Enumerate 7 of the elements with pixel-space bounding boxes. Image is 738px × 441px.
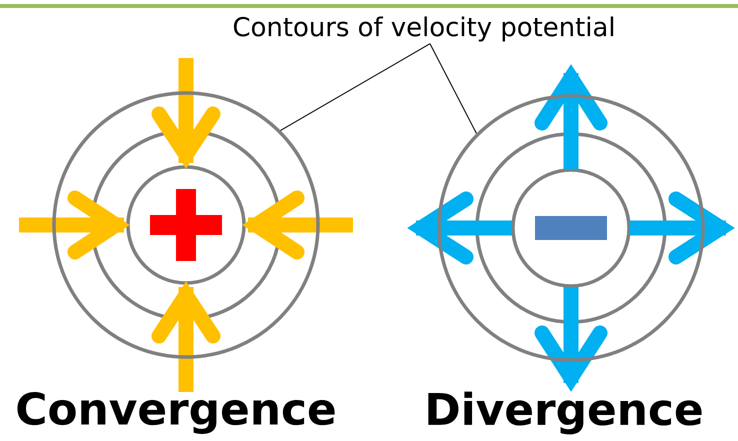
annotation-text: Contours of velocity potential — [234, 16, 614, 42]
contour-circle — [52, 91, 320, 359]
heading-label: Divergence — [428, 392, 702, 434]
heading-label: Convergence — [17, 392, 335, 434]
contour-circle — [437, 94, 705, 362]
leader-line — [430, 43, 477, 134]
leader-line — [280, 43, 430, 131]
